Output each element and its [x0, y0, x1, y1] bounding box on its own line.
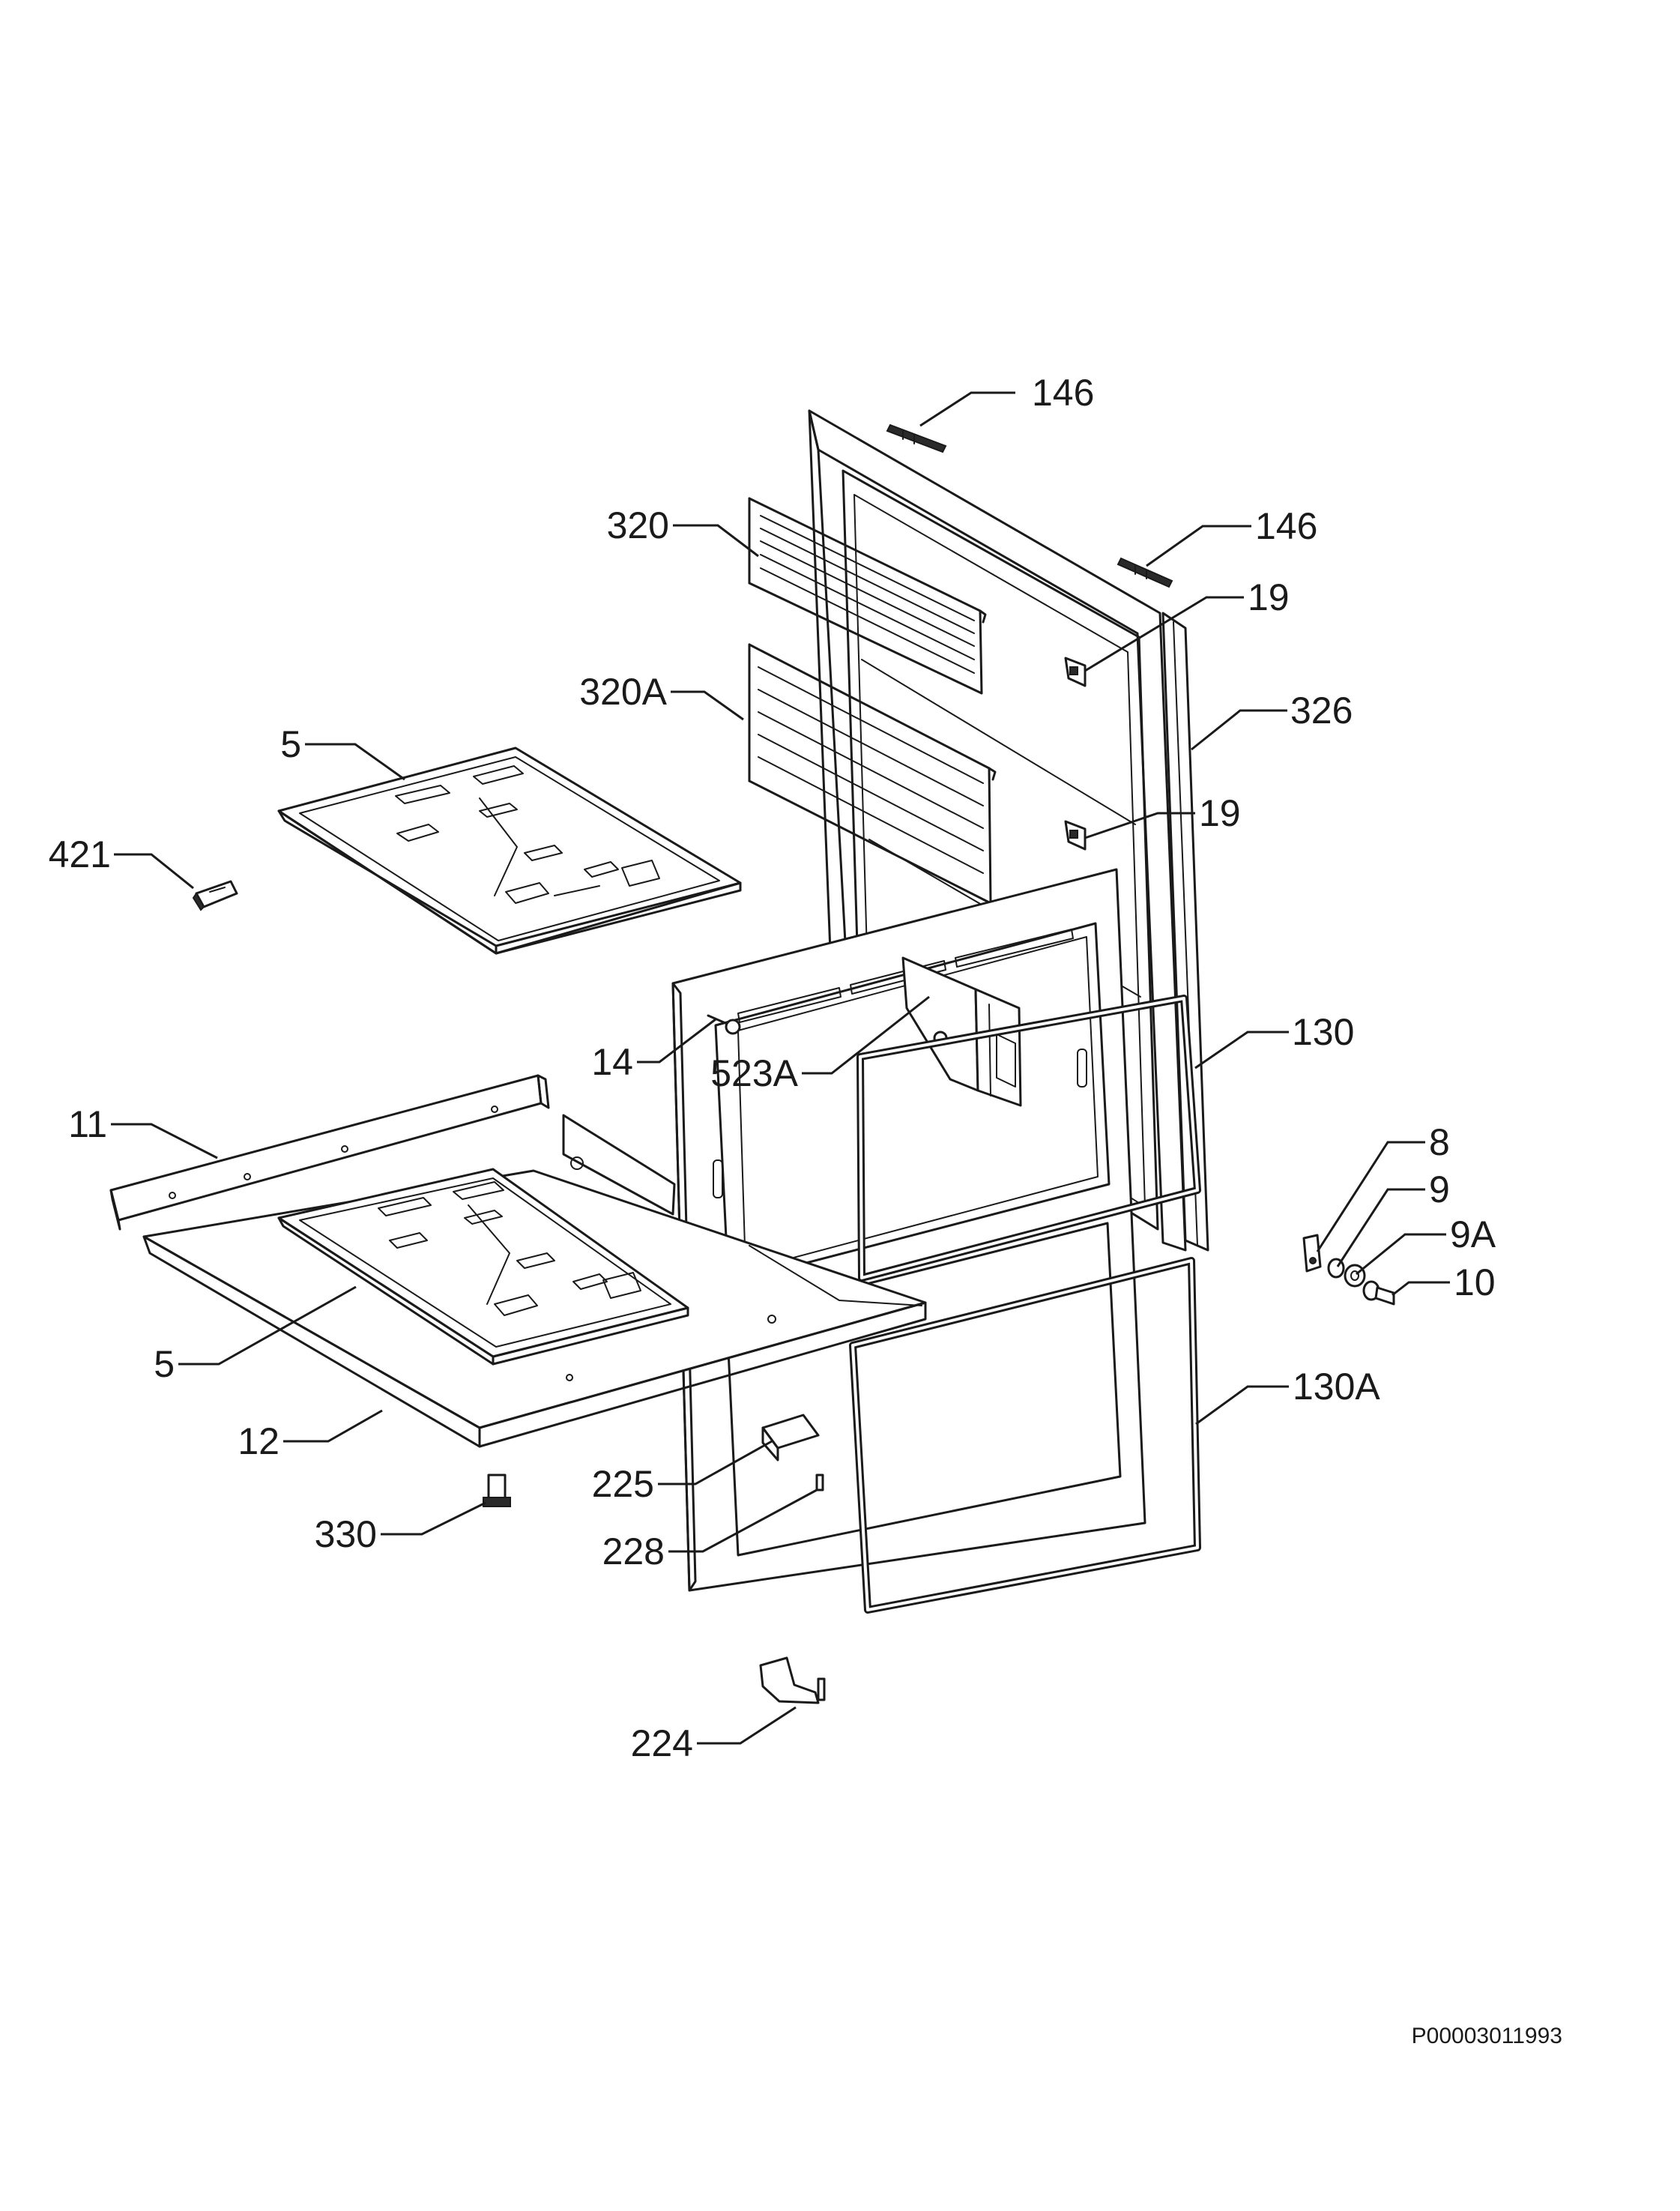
- gasket-130A: [849, 1257, 1201, 1614]
- rail-11: [109, 1074, 676, 1231]
- callout-225: 225: [592, 1463, 654, 1505]
- plate-8: [1302, 1234, 1322, 1273]
- leader-lines: [111, 391, 1450, 1745]
- callout-130: 130: [1292, 1011, 1354, 1053]
- callout-11: 11: [68, 1103, 107, 1145]
- callout-5-top: 5: [280, 723, 301, 765]
- baking-tray-5-bottom: [277, 1168, 689, 1366]
- screw-10: [1362, 1280, 1395, 1306]
- callout-523A: 523A: [710, 1052, 798, 1094]
- screw-14: [707, 1014, 741, 1035]
- foot-330: [483, 1474, 511, 1507]
- callout-9A: 9A: [1450, 1213, 1496, 1255]
- callout-5-bottom: 5: [154, 1343, 175, 1385]
- front-frame: [671, 868, 1146, 1592]
- nut-9A: [1344, 1264, 1366, 1288]
- callout-224: 224: [631, 1722, 693, 1764]
- callout-320A: 320A: [579, 671, 667, 713]
- handle-421: [192, 880, 238, 911]
- callout-130A: 130A: [1293, 1366, 1380, 1408]
- document-id: P00003011993: [1412, 2024, 1562, 2048]
- baking-tray-5-top: [277, 746, 742, 955]
- callout-10: 10: [1454, 1261, 1496, 1303]
- callout-14: 14: [591, 1041, 633, 1083]
- callout-8: 8: [1429, 1121, 1450, 1163]
- gasket-130: [856, 995, 1201, 1282]
- callout-labels: 146 146 320 19 320A 326 5 19 421 14 523A…: [49, 372, 1496, 1764]
- callout-19-top: 19: [1248, 576, 1290, 618]
- clip-146-top: [886, 423, 947, 453]
- callout-146-right: 146: [1255, 505, 1317, 547]
- callout-228: 228: [602, 1530, 665, 1572]
- callout-19-mid: 19: [1199, 792, 1241, 834]
- bracket-225: [761, 1414, 820, 1462]
- callout-326: 326: [1290, 690, 1353, 732]
- callout-12: 12: [238, 1420, 280, 1462]
- shelf-rack-320A: [748, 643, 997, 905]
- callout-9: 9: [1429, 1168, 1450, 1210]
- clip-146-right: [1117, 557, 1173, 588]
- bracket-19-mid: [1064, 820, 1087, 851]
- hinge-224: [759, 1656, 826, 1704]
- pin-228: [815, 1474, 824, 1491]
- callout-330: 330: [315, 1513, 377, 1555]
- callout-320: 320: [607, 504, 669, 546]
- callout-146-top: 146: [1032, 372, 1094, 414]
- shelf-rack-320: [748, 497, 987, 695]
- callout-421: 421: [49, 833, 111, 875]
- bracket-19-top: [1064, 657, 1087, 687]
